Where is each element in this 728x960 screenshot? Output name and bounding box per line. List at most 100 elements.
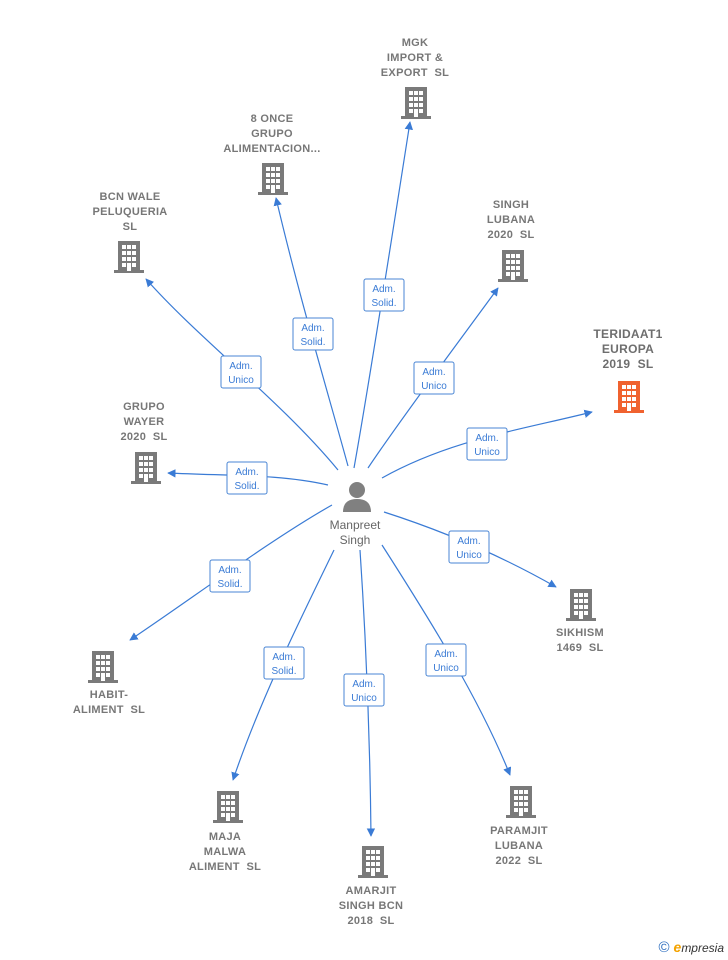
role-box: [292, 317, 334, 351]
role-box: [425, 643, 467, 677]
person-name-line1: Manpreet: [330, 518, 381, 532]
role-badge-singhlubana[interactable]: Adm. Unico: [413, 361, 455, 395]
role-text: Unico: [433, 663, 459, 674]
role-text: Solid.: [371, 298, 396, 309]
building-icon: [258, 163, 288, 195]
building-icon: [614, 381, 644, 413]
company-label-line: ALIMENTACION...: [223, 143, 320, 155]
company-label-line: IMPORT &: [387, 52, 443, 64]
company-label-line: SIKHISM: [556, 627, 604, 639]
company-label-line: PELUQUERIA: [92, 206, 167, 218]
company-label-line: SINGH: [493, 199, 529, 211]
role-text: Adm.: [434, 649, 457, 660]
role-badge-maja[interactable]: Adm.Solid.: [263, 646, 305, 680]
company-node-maja[interactable]: MAJA MALWA ALIMENT SL: [189, 791, 261, 873]
company-label-line: MAJA: [209, 831, 241, 843]
company-label-line: MALWA: [204, 846, 246, 858]
role-badge-amarjit[interactable]: Adm. Unico: [343, 673, 385, 707]
role-text: Unico: [351, 693, 377, 704]
company-label-line: 2022 SL: [495, 855, 542, 867]
role-badge-mgk[interactable]: Adm. Solid.: [363, 278, 405, 312]
role-text: Solid.: [217, 579, 242, 590]
building-icon: [506, 786, 536, 818]
company-node-singhlubana[interactable]: SINGH LUBANA 2020 SL: [487, 199, 535, 282]
role-badge-8once[interactable]: Adm.Solid.: [292, 317, 334, 351]
person-icon: [343, 482, 371, 512]
role-badge-habit[interactable]: Adm. Solid.: [209, 559, 251, 593]
building-icon: [213, 791, 243, 823]
role-box: [220, 355, 262, 389]
role-text: Solid.: [300, 337, 325, 348]
role-box: [363, 278, 405, 312]
company-label-line: SL: [123, 221, 138, 233]
company-label-line: AMARJIT: [346, 885, 397, 897]
person-name-line2: Singh: [340, 533, 371, 547]
brand-initial: e: [673, 939, 682, 955]
role-box: [413, 361, 455, 395]
role-badge-wayer[interactable]: Adm. Solid.: [226, 461, 268, 495]
role-text: Solid.: [234, 481, 259, 492]
building-icon: [88, 651, 118, 683]
role-text: Adm.: [272, 652, 295, 663]
role-badge-teridaat[interactable]: Adm. Unico: [466, 427, 508, 461]
company-label-line: 2020 SL: [487, 229, 534, 241]
company-label-line: ALIMENT SL: [189, 861, 261, 873]
role-box: [466, 427, 508, 461]
role-text: Adm.: [218, 565, 241, 576]
company-label-line: 8 ONCE: [251, 113, 294, 125]
role-box: [226, 461, 268, 495]
role-box: [343, 673, 385, 707]
role-text: Unico: [228, 375, 254, 386]
person-node[interactable]: Manpreet Singh: [330, 482, 381, 547]
company-label-line: SINGH BCN: [339, 900, 403, 912]
company-label-line: 2019 SL: [602, 357, 653, 371]
company-label-line: MGK: [402, 37, 429, 49]
company-label-line: EUROPA: [602, 342, 654, 356]
building-icon: [131, 452, 161, 484]
company-label-line: EXPORT SL: [381, 67, 449, 79]
building-icon: [358, 846, 388, 878]
role-text: Adm.: [352, 679, 375, 690]
role-text: Adm.: [229, 361, 252, 372]
company-label-line: 2018 SL: [347, 915, 394, 927]
role-badge-sikhism[interactable]: Adm. Unico: [448, 530, 490, 564]
roles-layer: Adm.Solid.Adm.Solid.Adm.UnicoAdm.UnicoAd…: [209, 278, 508, 707]
building-icon: [498, 250, 528, 282]
copyright-icon: ©: [658, 939, 670, 956]
role-text: Adm.: [475, 433, 498, 444]
company-node-sikhism[interactable]: SIKHISM 1469 SL: [556, 589, 604, 654]
role-badge-paramjit[interactable]: Adm. Unico: [425, 643, 467, 677]
company-label-line: LUBANA: [495, 840, 543, 852]
role-text: Adm.: [235, 467, 258, 478]
role-badge-bcnwale[interactable]: Adm. Unico: [220, 355, 262, 389]
company-node-amarjit[interactable]: AMARJIT SINGH BCN 2018 SL: [339, 846, 403, 927]
role-text: Unico: [456, 550, 482, 561]
building-icon: [566, 589, 596, 621]
building-icon: [401, 87, 431, 119]
role-box: [209, 559, 251, 593]
edge-mgk: [353, 121, 413, 469]
company-node-paramjit[interactable]: PARAMJIT LUBANA 2022 SL: [490, 786, 548, 867]
company-label-line: 1469 SL: [556, 642, 603, 654]
company-label-line: LUBANA: [487, 214, 535, 226]
company-label-line: PARAMJIT: [490, 825, 548, 837]
role-text: Unico: [421, 381, 447, 392]
role-box: [263, 646, 305, 680]
role-text: Unico: [474, 447, 500, 458]
company-label-line: HABIT-: [90, 689, 128, 701]
company-node-habit[interactable]: HABIT- ALIMENT SL: [73, 651, 145, 716]
role-text: Adm.: [457, 536, 480, 547]
company-node-8once[interactable]: 8 ONCEGRUPOALIMENTACION...: [223, 113, 320, 195]
role-text: Adm.: [422, 367, 445, 378]
role-text: Adm.: [372, 284, 395, 295]
empresia-watermark: ©empresia: [658, 939, 724, 956]
company-label-line: ALIMENT SL: [73, 704, 145, 716]
company-label-line: WAYER: [124, 416, 165, 428]
company-label-line: 2020 SL: [120, 431, 167, 443]
role-box: [448, 530, 490, 564]
company-node-mgk[interactable]: MGK IMPORT & EXPORT SL: [381, 37, 449, 119]
